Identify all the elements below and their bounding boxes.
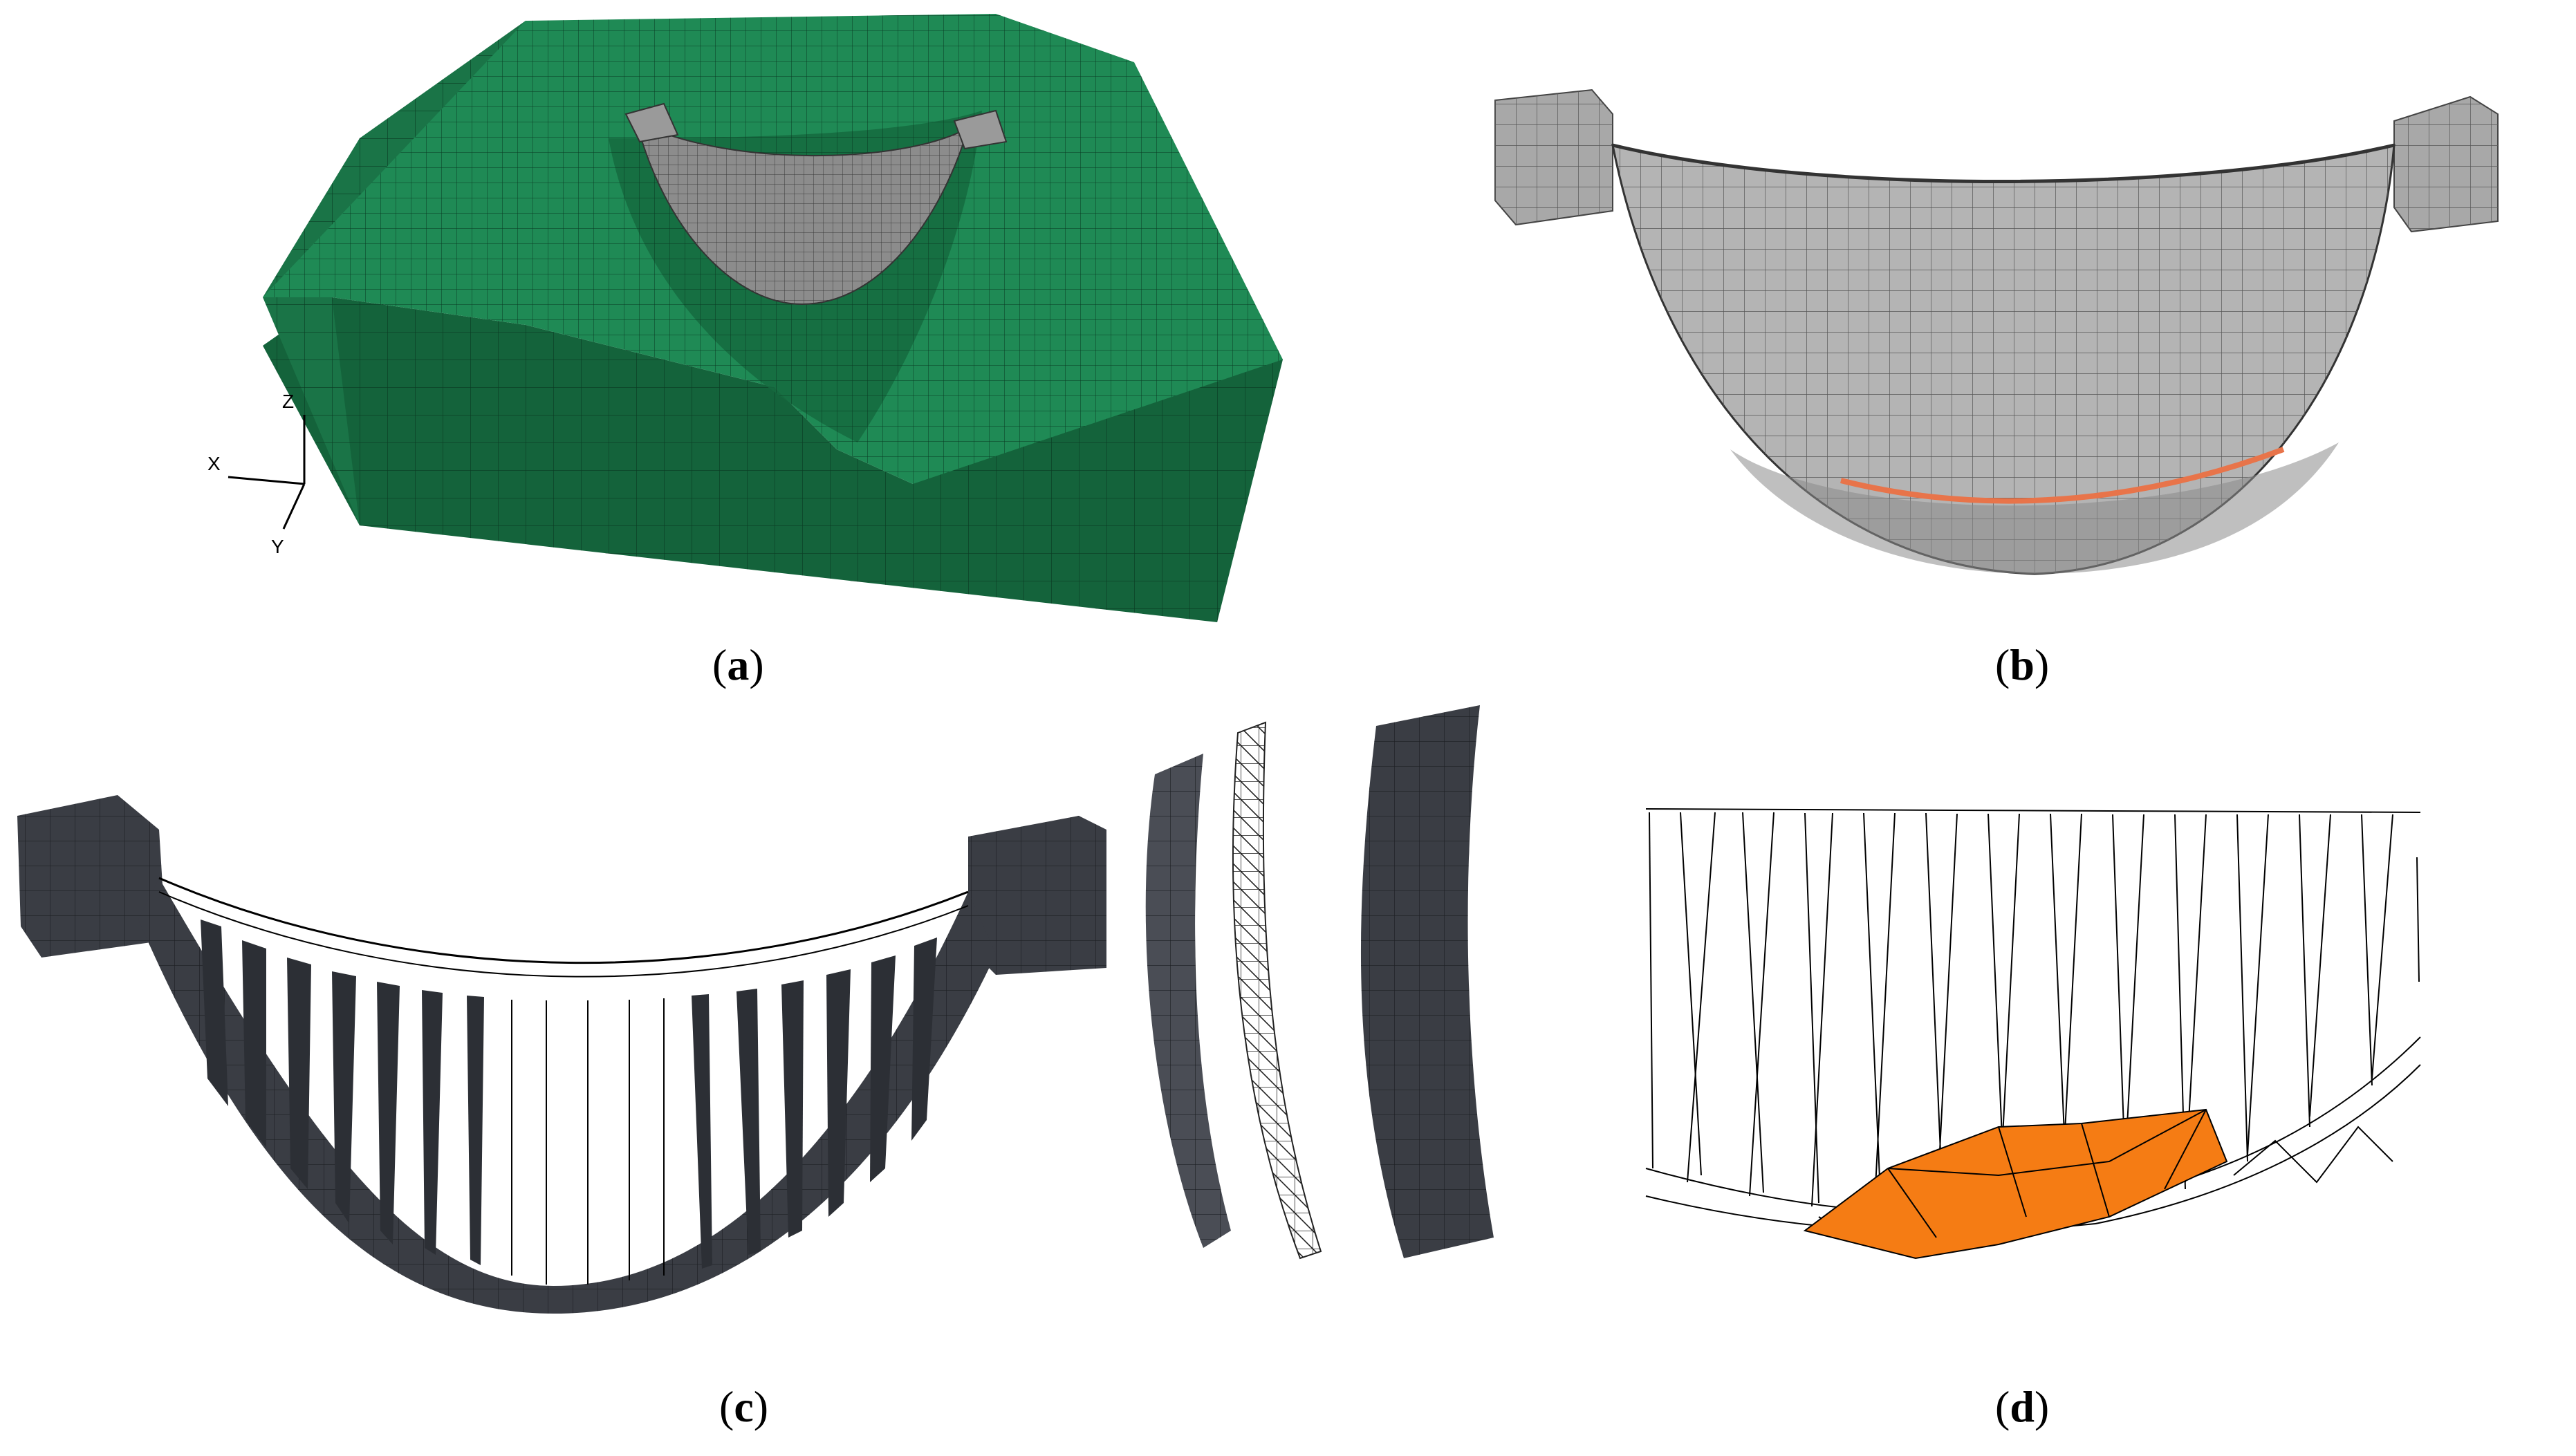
- highlighted-element-edges: [1887, 1109, 2207, 1238]
- wireframe-detail-figure: [1645, 808, 2421, 1260]
- crack-line: [1840, 447, 2285, 504]
- caption-c: (c): [719, 1382, 769, 1431]
- axis-label-y: Y: [271, 536, 284, 557]
- panel-c-joint-model: [0, 691, 1611, 1383]
- joint-fins: [201, 920, 937, 1269]
- axis-label-z: Z: [282, 391, 294, 412]
- caption-b: (b): [1995, 640, 2050, 689]
- panel-a-terrain-model: Z X Y: [0, 0, 1288, 636]
- dam-abutment-left: [624, 102, 679, 143]
- joint-model-figure: [17, 705, 1494, 1314]
- caption-a: (a): [712, 640, 764, 689]
- section-wire-interface: [1232, 721, 1322, 1260]
- dam-abutment-right: [953, 109, 1008, 150]
- dam-mesh-figure: [1494, 88, 2499, 575]
- dam-crest: [1612, 143, 2395, 183]
- axis-label-x: X: [207, 453, 221, 474]
- terrain-mesh-figure: Z X Y: [207, 14, 1283, 622]
- crest-wire: [158, 877, 969, 964]
- panel-b-dam-mesh: [1288, 0, 2576, 636]
- coordinate-axes: Z X Y: [207, 391, 306, 557]
- caption-d: (d): [1995, 1382, 2050, 1431]
- panel-d-wireframe-detail: [1611, 691, 2576, 1383]
- dam-lower-band: [1730, 442, 2339, 574]
- joint-lines: [511, 998, 665, 1285]
